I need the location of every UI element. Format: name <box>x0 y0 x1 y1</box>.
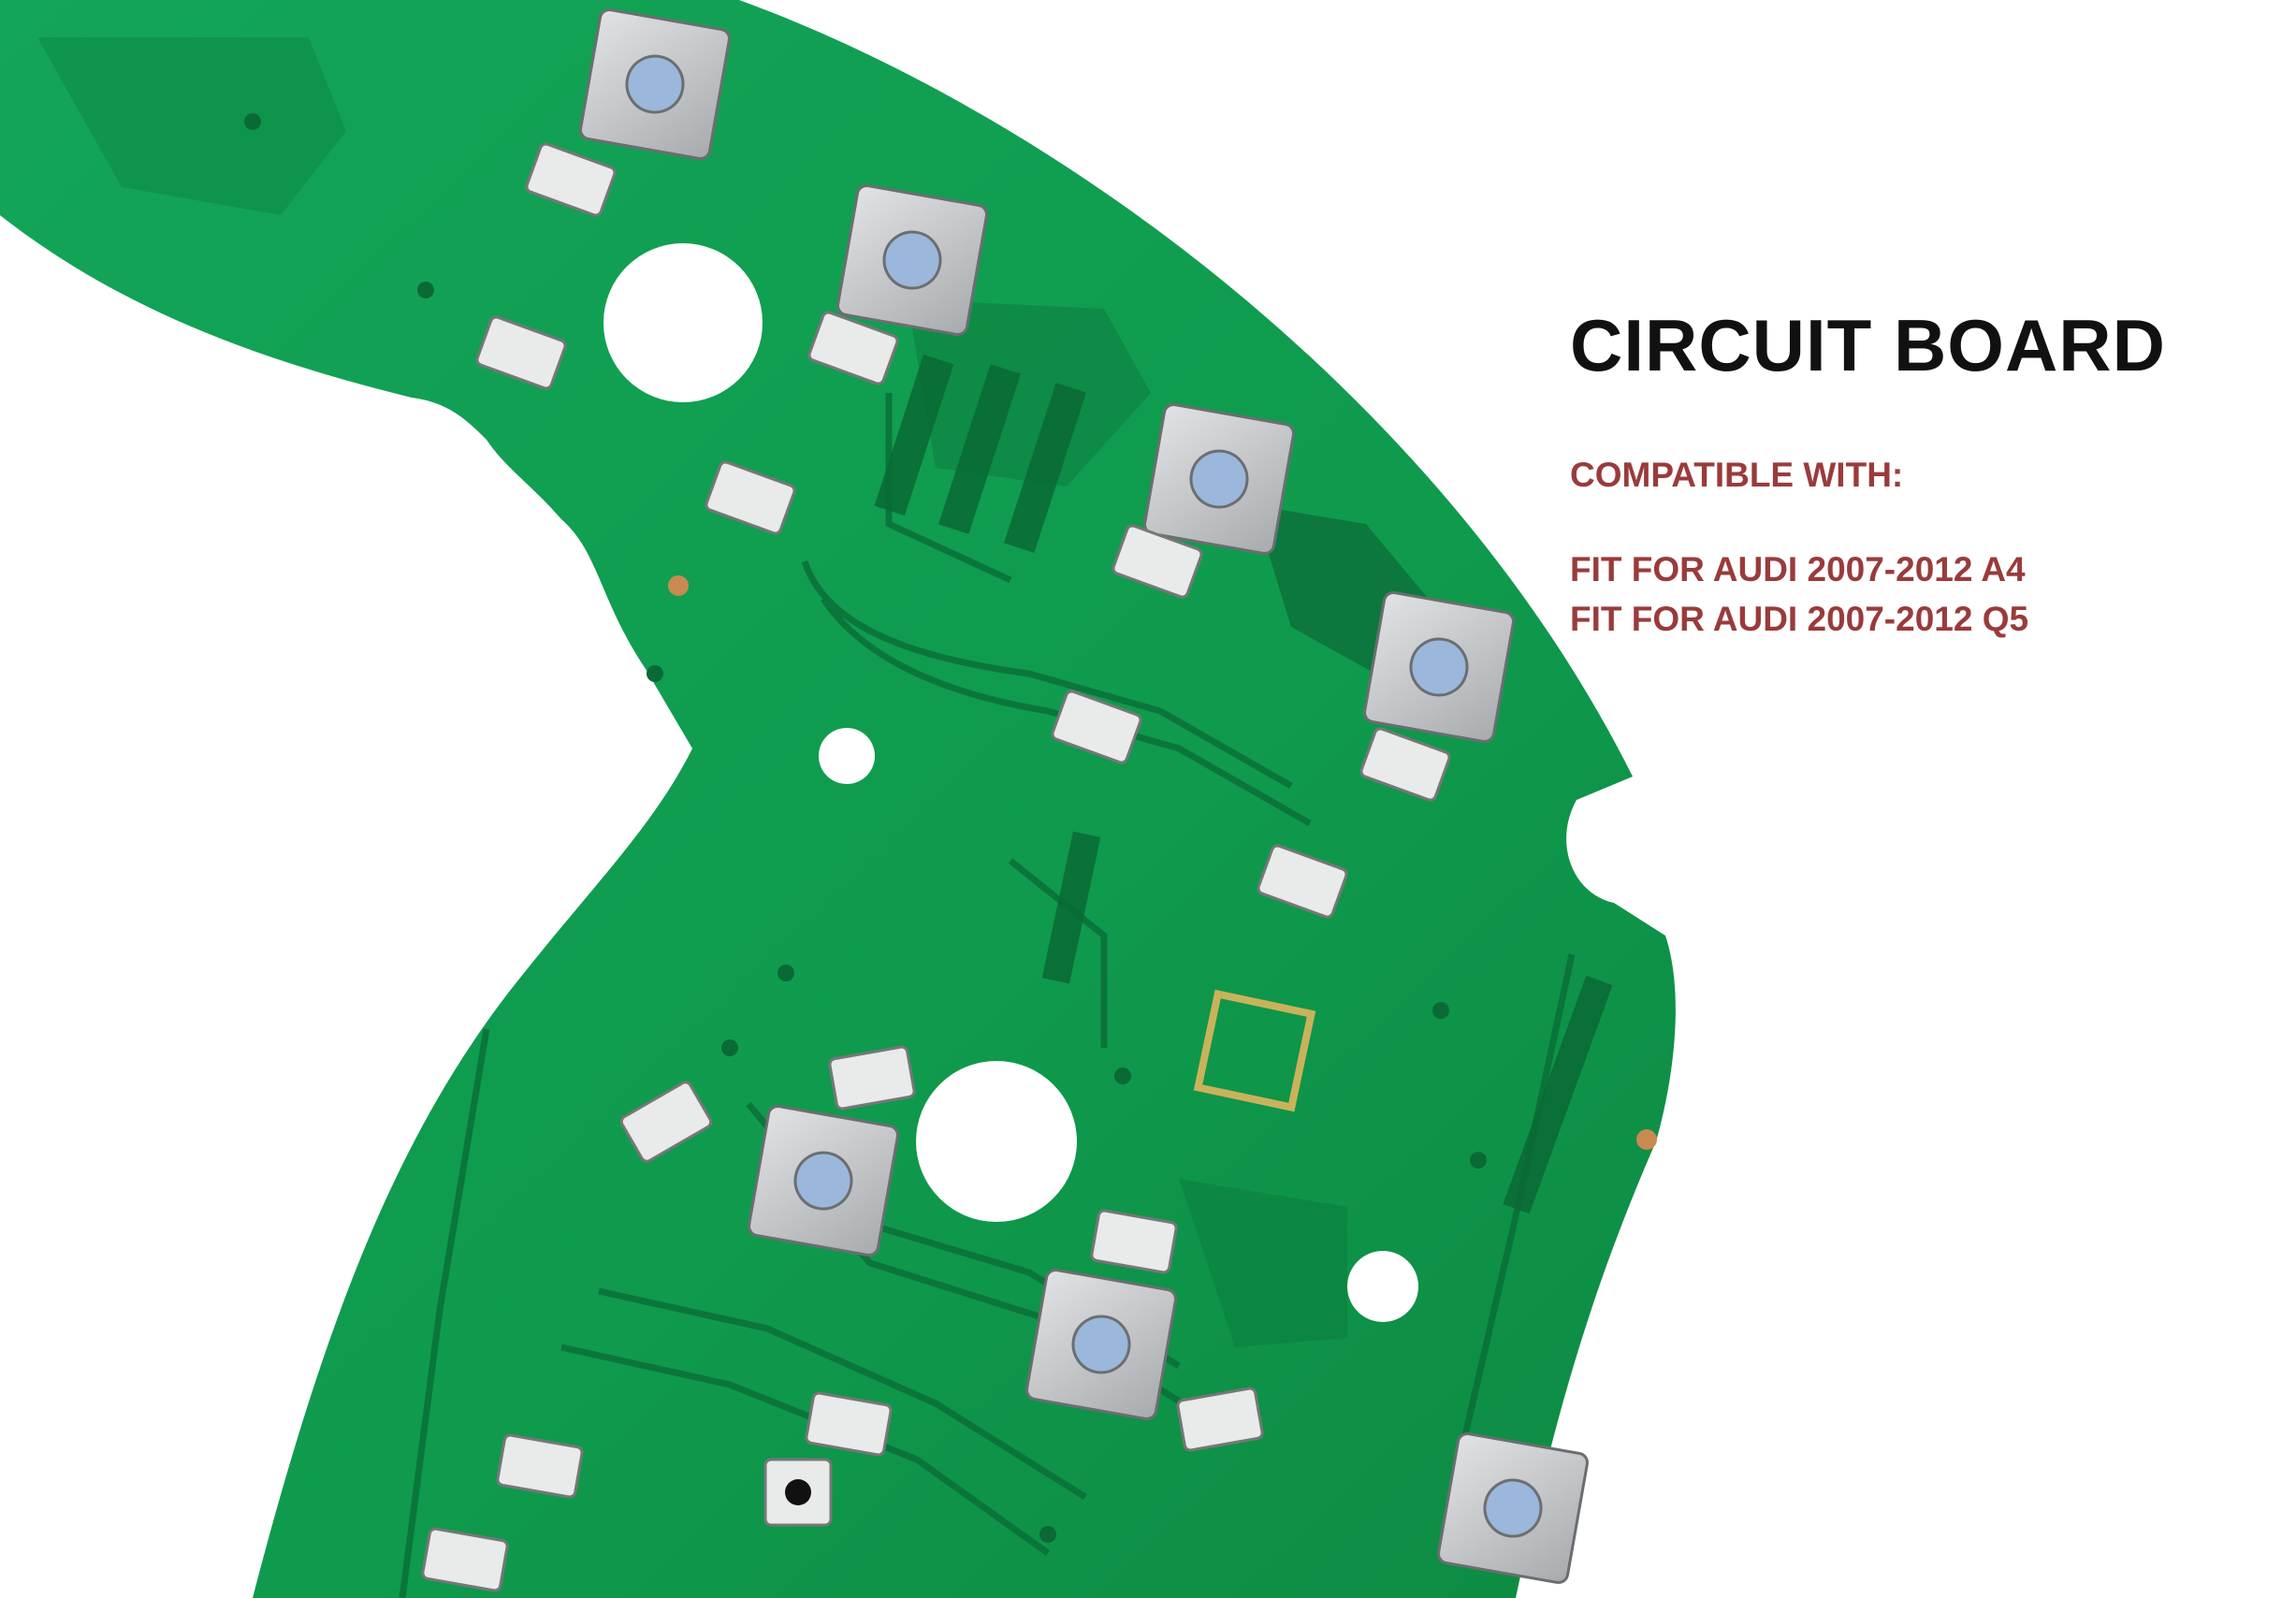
mounting-hole-icon <box>603 243 1418 1322</box>
product-info: CIRCUIT BOARD COMPATIBLE WITH: FIT FOR A… <box>1570 309 2262 644</box>
copper-pad-icon <box>668 575 1657 1150</box>
compatibility-label: COMPATIBLE WITH: <box>1570 456 1904 494</box>
tactile-switch-icon <box>578 7 1590 1585</box>
page-title: CIRCUIT BOARD <box>1570 304 2166 386</box>
pcb-trace-region <box>1179 1179 1347 1347</box>
compatibility-item-a4: FIT FOR AUDI 2007-2012 A4 <box>1570 550 2026 589</box>
pcb-ground-bars <box>874 354 1613 1214</box>
pcb-trace-region <box>37 37 346 215</box>
compatibility-list: FIT FOR AUDI 2007-2012 A4 FIT FOR AUDI 2… <box>1570 545 2262 644</box>
compatibility-item-q5: FIT FOR AUDI 2007-2012 Q5 <box>1570 600 2029 639</box>
smd-component-icon <box>421 142 1451 1592</box>
